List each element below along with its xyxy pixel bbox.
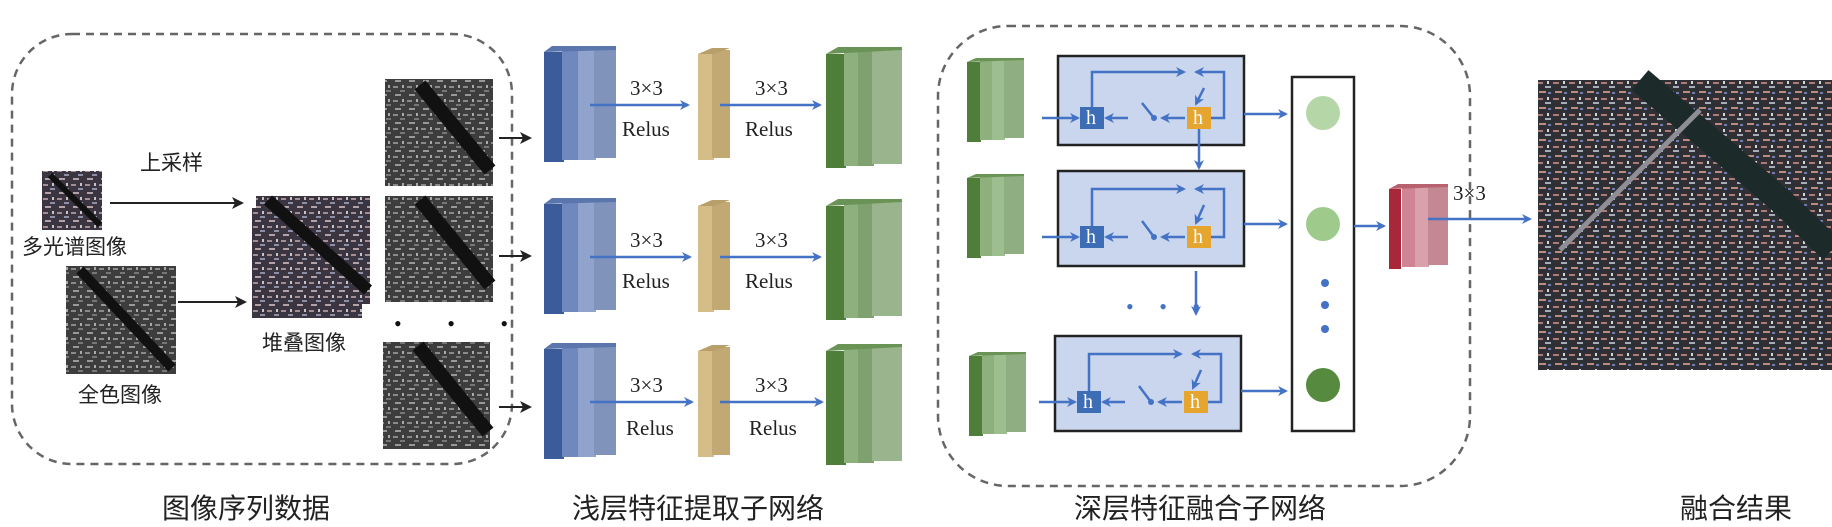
upsample-label: 上采样	[140, 151, 203, 175]
pan-river	[76, 266, 176, 372]
final-conv-label: 3×3	[1453, 181, 1486, 205]
sequence-image-2	[385, 196, 493, 302]
multispectral-label: 多光谱图像	[22, 235, 127, 259]
hidden-state-h-orange	[1184, 391, 1208, 413]
recurrent-cell-2: h h	[1042, 169, 1246, 268]
blue-feature-stack	[544, 46, 616, 162]
act1-label: Relus	[622, 269, 670, 293]
h-label: h	[1190, 391, 1200, 413]
h-label: h	[1193, 107, 1203, 129]
output-node-1	[1306, 96, 1340, 130]
node-ellipsis-dot	[1321, 279, 1329, 287]
output-node-2	[1306, 207, 1340, 241]
h-label: h	[1086, 107, 1096, 129]
result-road	[1558, 108, 1702, 252]
red-feature-stack	[1389, 184, 1448, 269]
h-label: h	[1083, 391, 1093, 413]
caption-result: 融合结果	[1680, 492, 1792, 525]
output-node-n	[1306, 368, 1340, 402]
image-sequence-group	[10, 32, 514, 466]
seq2-river	[414, 195, 496, 290]
hidden-state-h	[1080, 107, 1104, 129]
conv2-label: 3×3	[755, 373, 788, 397]
shallow-row-1: 3×3 Relus 3×3 Relus	[544, 46, 902, 168]
deep-input-stack-2	[967, 174, 1024, 258]
hidden-state-h	[1077, 391, 1101, 413]
act1-label: Relus	[626, 416, 674, 440]
blue-feature-stack	[544, 343, 616, 459]
panchromatic-label: 全色图像	[78, 383, 162, 407]
conv2-label: 3×3	[755, 228, 788, 252]
hidden-state-h-orange	[1187, 226, 1211, 248]
h-label: h	[1193, 226, 1203, 248]
shallow-row-2: 3×3 Relus 3×3 Relus	[544, 198, 902, 320]
hidden-state-h-orange	[1187, 107, 1211, 129]
seq1-river	[414, 80, 496, 175]
recurrent-cell-n: h h	[1039, 334, 1243, 433]
conv1-label: 3×3	[630, 373, 663, 397]
sequence-ellipsis: • • •	[394, 311, 528, 336]
stacked-label: 堆叠图像	[262, 331, 346, 355]
act1-label: Relus	[622, 117, 670, 141]
deep-input-stack-1	[967, 58, 1024, 142]
hidden-state-h	[1080, 226, 1104, 248]
green-feature-stack	[826, 47, 902, 168]
green-feature-stack	[826, 199, 902, 320]
green-feature-stack	[826, 344, 902, 465]
sequence-image-1	[385, 79, 493, 186]
node-ellipsis-dot	[1321, 301, 1329, 309]
shallow-row-3: 3×3 Relus 3×3 Relus	[544, 343, 902, 465]
caption-image-sequence: 图像序列数据	[162, 492, 330, 525]
deep-input-stack-n	[969, 352, 1026, 436]
h-label: h	[1086, 226, 1096, 248]
act2-label: Relus	[745, 117, 793, 141]
conv1-label: 3×3	[630, 228, 663, 252]
caption-shallow: 浅层特征提取子网络	[572, 492, 824, 525]
caption-deep: 深层特征融合子网络	[1074, 492, 1326, 525]
stacked-river	[263, 195, 373, 295]
act2-label: Relus	[749, 416, 797, 440]
conv1-label: 3×3	[630, 76, 663, 100]
seqn-river	[412, 341, 494, 437]
recurrent-cell-1: h h	[1042, 54, 1246, 147]
deep-fusion-group	[936, 24, 1472, 488]
act2-label: Relus	[745, 269, 793, 293]
ms-river	[47, 172, 103, 228]
conv2-label: 3×3	[755, 76, 788, 100]
cell-ellipsis: • • •	[1126, 294, 1210, 319]
node-ellipsis-dot	[1321, 325, 1329, 333]
